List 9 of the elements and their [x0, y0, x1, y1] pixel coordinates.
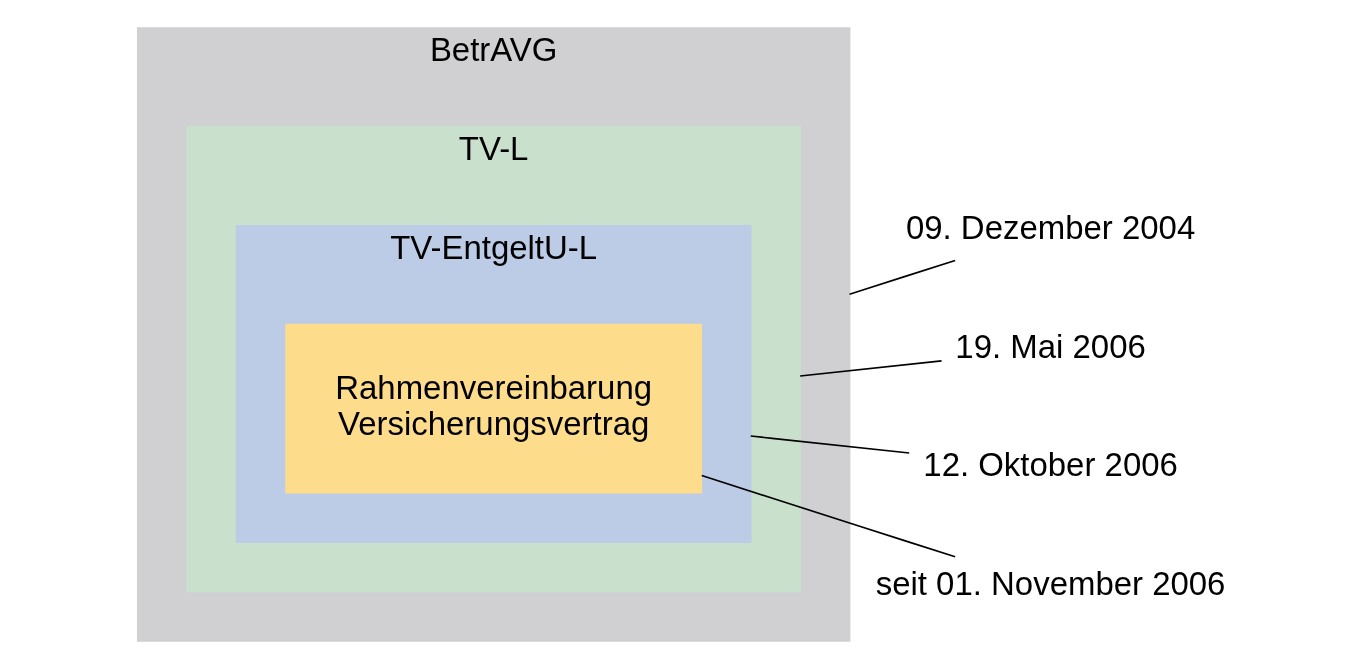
- connector: [848, 259, 956, 296]
- node-text: 09. Dezember 2004: [905, 208, 1196, 246]
- node-text: 12. Oktober 2006: [923, 446, 1178, 484]
- connector: [700, 474, 956, 558]
- node-text: seit 01. November 2006: [875, 564, 1226, 602]
- connector: [749, 435, 911, 454]
- connector: [799, 360, 943, 377]
- node-text: 19. Mai 2006: [955, 327, 1146, 365]
- node-box: Rahmenvereinbarung Versicherungsvertrag: [285, 323, 703, 494]
